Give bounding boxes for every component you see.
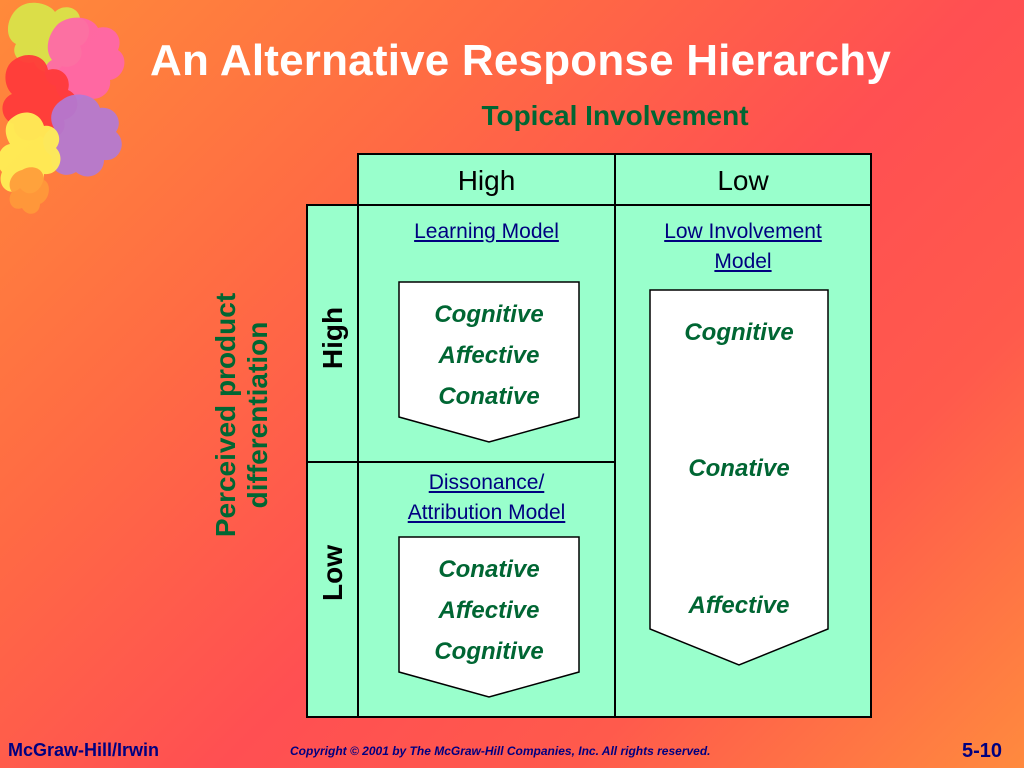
low-involvement-stage-3: Affective [688,592,790,619]
row-header-low-label: Low [317,545,348,601]
puzzle-pieces-icon [0,2,125,214]
row-header-low [306,461,359,718]
learning-model-title-line-1: Learning Model [414,220,559,243]
column-axis-label: Topical Involvement [481,100,749,131]
learning-stage-3: Conative [438,383,540,410]
dissonance-model-title: Dissonance/ Attribution Model [359,468,614,528]
footer-page-number: 5-10 [962,740,1003,762]
footer-publisher: McGraw-Hill/Irwin [8,740,160,760]
learning-stage-1: Cognitive [434,301,544,328]
dissonance-model-hierarchy: Conative Affective Cognitive [398,536,580,698]
row-header-high-label: High [317,306,348,370]
learning-model-hierarchy: Cognitive Affective Conative [398,281,580,443]
dissonance-stage-2: Affective [438,597,540,624]
column-header-low: Low [614,153,872,206]
learning-stage-2: Affective [438,342,540,369]
low-involvement-model-title: Low Involvement Model [616,217,870,277]
low-involvement-model-hierarchy: Cognitive Conative Affective [649,289,829,666]
arrow-shape-icon [649,289,829,666]
low-involvement-model-title-line-1: Low Involvement [664,220,822,243]
dissonance-model-title-line-1: Dissonance/ [428,471,545,494]
dissonance-model-title-line-2: Attribution Model [407,501,566,524]
arrow-shape-icon [398,536,580,698]
dissonance-stage-1: Conative [438,556,540,583]
row-header-high [306,204,359,463]
learning-model-title: Learning Model [359,217,614,247]
row-axis-label-line-2: differentiation [242,321,273,509]
low-involvement-model-title-line-2: Model [714,250,772,273]
column-header-high-label: High [457,165,516,196]
footer-copyright: Copyright © 2001 by The McGraw-Hill Comp… [290,744,711,758]
slide-title: An Alternative Response Hierarchy [150,36,892,85]
low-involvement-stage-2: Conative [688,455,790,482]
column-header-low-label: Low [717,165,769,196]
column-header-high: High [357,153,616,206]
row-axis-label-line-1: Perceived product [210,292,241,538]
low-involvement-stage-1: Cognitive [684,319,794,346]
arrow-shape-icon [398,281,580,443]
row-axis-label: Perceived product differentiation [210,293,274,537]
dissonance-stage-3: Cognitive [434,638,544,665]
